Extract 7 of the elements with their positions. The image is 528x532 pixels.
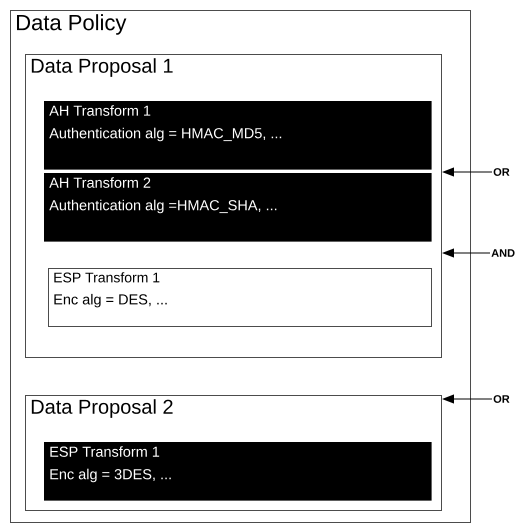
operator-label: OR xyxy=(494,395,510,403)
transform-box: ESP Transform 1 Enc alg = 3DES, ... xyxy=(44,442,432,501)
transform-box: AH Transform 2 Authentication alg =HMAC_SHA, ... xyxy=(44,173,432,242)
transform-box: AH Transform 1 Authentication alg = HMAC_MD5, ... xyxy=(44,101,432,170)
transform-box: ESP Transform 1 Enc alg = DES, ... xyxy=(48,268,432,327)
operator-label: AND xyxy=(491,249,515,257)
operator-label: OR xyxy=(494,168,510,176)
